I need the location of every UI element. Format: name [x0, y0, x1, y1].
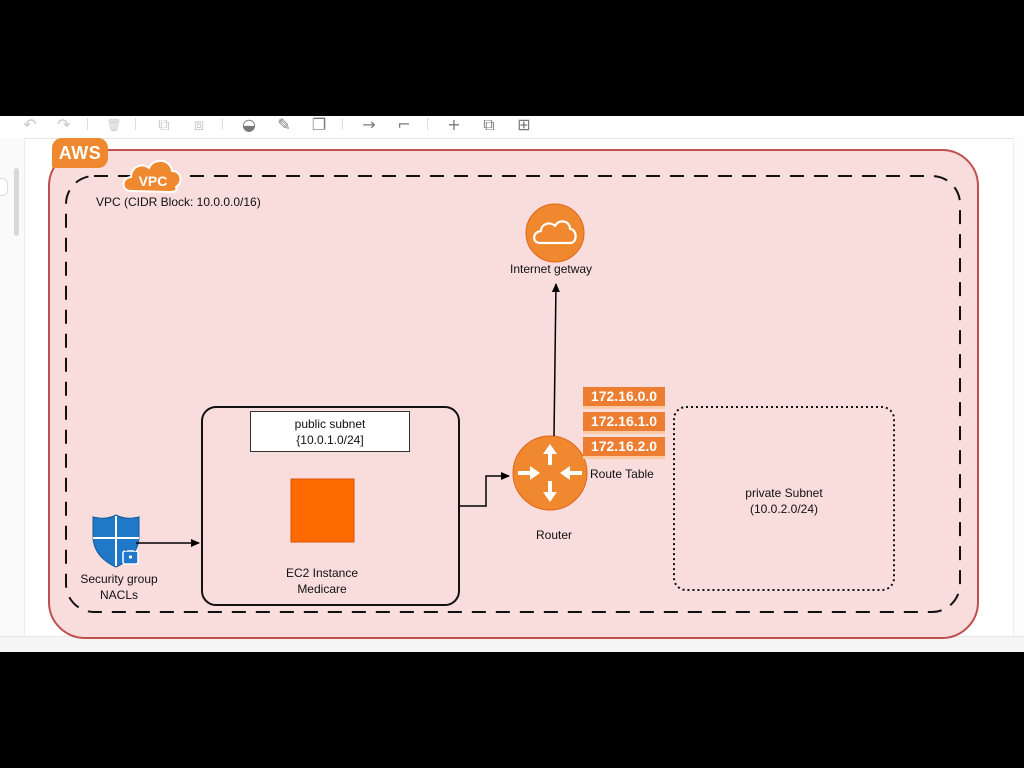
public-subnet-cidr: {10.0.1.0/24]	[296, 433, 364, 447]
shape-icon: ⧉	[483, 116, 495, 134]
ec2-instance-icon[interactable]	[290, 478, 355, 543]
vpc-cloud-label: VPC	[139, 173, 168, 189]
panel-toggle[interactable]	[0, 178, 8, 196]
line-color-icon: ✎	[277, 116, 291, 134]
router-icon[interactable]	[512, 435, 588, 511]
vertical-scrollbar[interactable]	[14, 168, 19, 236]
security-label: Security group NACLs	[68, 571, 170, 603]
right-gutter	[1013, 138, 1024, 652]
waypoints-icon: ⌐	[397, 116, 411, 134]
route-entry-3[interactable]: 172.16.2.0	[583, 437, 665, 459]
private-subnet-label-line2: (10.0.2.0/24)	[749, 502, 819, 516]
toolbar-divider	[222, 118, 223, 130]
vpc-caption: VPC (CIDR Block: 10.0.0.0/16)	[96, 195, 261, 209]
redo-icon: ↷	[57, 116, 71, 134]
insert-icon: +	[447, 116, 461, 134]
toolbar-divider	[135, 118, 136, 130]
route-entry-1[interactable]: 172.16.0.0	[583, 387, 665, 409]
aws-group[interactable]	[48, 149, 979, 639]
ec2-label-line2: Medicare	[297, 582, 347, 596]
router-to-gateway-connector[interactable]	[551, 283, 560, 437]
undo-button[interactable]: ↶	[19, 116, 41, 134]
route-table-label: Route Table	[590, 467, 654, 481]
security-label-line2: NACLs	[99, 588, 138, 602]
fill-color-icon: ◒	[242, 116, 256, 134]
router-label: Router	[536, 528, 573, 542]
shadow-button[interactable]: ❐	[308, 116, 330, 134]
redo-button[interactable]: ↷	[53, 116, 75, 134]
route-entry-2[interactable]: 172.16.1.0	[583, 412, 665, 434]
to-back-button[interactable]: ⧈	[188, 116, 210, 134]
insert-button[interactable]: +	[443, 116, 465, 134]
fill-color-button[interactable]: ◒	[238, 116, 260, 134]
internet-gateway-icon[interactable]	[525, 203, 585, 263]
waypoints-button[interactable]: ⌐	[393, 116, 415, 134]
line-color-button[interactable]: ✎	[273, 116, 295, 134]
ec2-label: EC2 Instance Medicare	[262, 565, 382, 597]
vpc-boundary[interactable]	[65, 175, 961, 613]
to-back-icon: ⧈	[193, 116, 205, 134]
delete-button[interactable]: 🗑	[103, 116, 125, 134]
connection-icon: →	[362, 116, 376, 134]
vpc-cloud-icon: VPC	[122, 159, 182, 194]
internet-gateway-label: Internet getway	[510, 262, 593, 276]
private-subnet-label-line1: private Subnet	[745, 486, 823, 500]
private-subnet-label: private Subnet (10.0.2.0/24)	[724, 485, 844, 517]
toolbar: ↶ ↷ 🗑 ⧉ ⧈ ◒ ✎ ❐ → ⌐ + ⧉ ⊞	[0, 116, 1024, 139]
aws-badge: AWS	[52, 138, 108, 168]
subnet-to-router-connector[interactable]	[460, 472, 510, 507]
connection-button[interactable]: →	[358, 116, 380, 134]
security-shield-icon[interactable]	[92, 514, 140, 568]
shadow-icon: ❐	[311, 116, 327, 134]
public-subnet-label: public subnet	[294, 417, 366, 431]
to-front-button[interactable]: ⧉	[153, 116, 175, 134]
table-button[interactable]: ⊞	[513, 116, 535, 134]
toolbar-divider	[342, 118, 343, 130]
public-subnet-title[interactable]: public subnet {10.0.1.0/24]	[250, 411, 410, 452]
toolbar-divider	[427, 118, 428, 130]
left-gutter	[0, 138, 25, 652]
toolbar-divider	[87, 118, 88, 130]
private-subnet-box[interactable]	[673, 406, 895, 591]
to-front-icon: ⧉	[158, 116, 170, 134]
shape-button[interactable]: ⧉	[478, 116, 500, 134]
table-icon: ⊞	[517, 116, 531, 134]
delete-icon: 🗑	[106, 118, 122, 132]
undo-icon: ↶	[23, 116, 37, 134]
ec2-label-line1: EC2 Instance	[285, 566, 359, 580]
security-label-line1: Security group	[80, 572, 158, 586]
